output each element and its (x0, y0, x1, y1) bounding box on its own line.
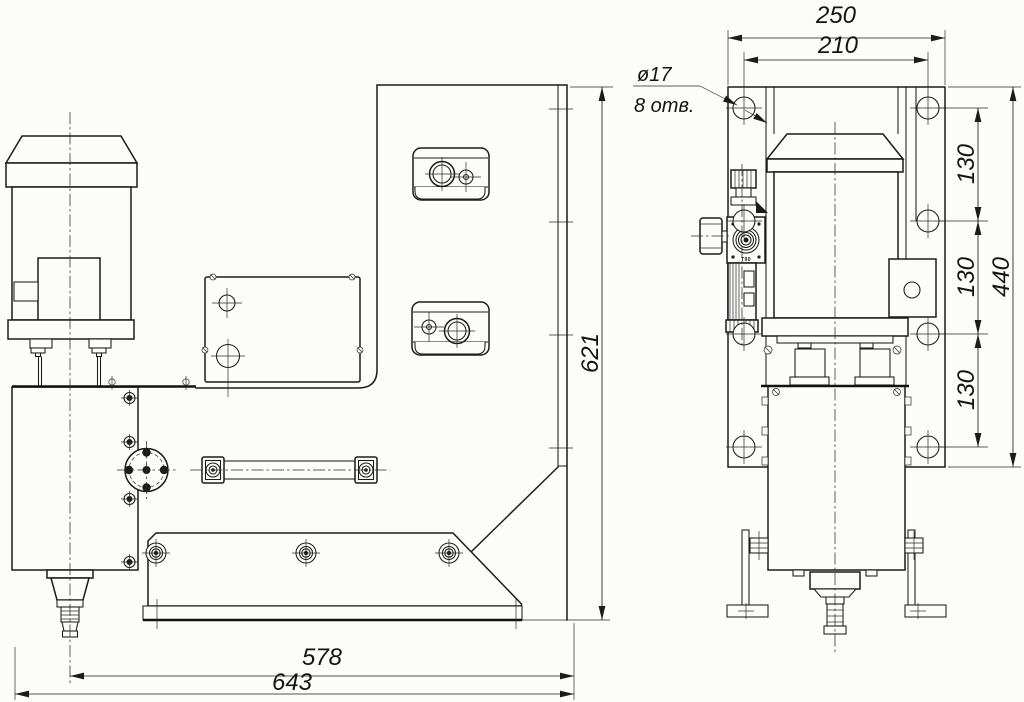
valve-assembly: Т90 (699, 169, 768, 342)
front-centerlines (69, 112, 481, 684)
electrical-box (201, 273, 364, 383)
valve-lever (756, 201, 768, 213)
mounting-plate-outline (727, 86, 946, 468)
pump-spacer-left (794, 348, 826, 378)
base-weldment (142, 532, 610, 629)
side-centerlines (691, 122, 836, 652)
dim-text-250: 250 (815, 2, 857, 29)
foot-bracket-right (904, 529, 947, 619)
tank-body (11, 386, 139, 571)
tank-top-screws (108, 376, 190, 390)
dim-text-130-1: 130 (953, 143, 980, 184)
tank-side (749, 384, 924, 577)
motor-front (4, 135, 139, 386)
tank-side-screw-nubs (761, 396, 912, 466)
tank-front (11, 376, 196, 571)
base-gusset-plate (147, 532, 523, 607)
lower-clamp-block (411, 301, 490, 356)
motor-cap-band (5, 162, 138, 188)
frame-plate-inner-edge (557, 85, 567, 467)
motor-cap (4, 135, 139, 164)
base-foot-strip (142, 605, 523, 621)
frame-plate-chamfer (469, 465, 560, 554)
front-view: 621 578 643 (4, 84, 613, 700)
dim-text-210: 210 (817, 32, 859, 59)
frame-plate-hole-ticks (549, 108, 573, 449)
pump-spacer-right (859, 348, 891, 378)
motor-side (761, 133, 909, 386)
junction-box-side (888, 258, 937, 318)
motor-flange (7, 319, 135, 340)
electrical-box-screws (201, 273, 364, 354)
motor-junction-tab (13, 281, 39, 302)
motor-mount-bolts (30, 347, 107, 358)
dim-text-643: 643 (272, 669, 313, 696)
motor-studs (37, 356, 102, 386)
frame-plate-outline (195, 84, 568, 621)
mounting-holes (726, 91, 946, 464)
front-dimensions: 621 578 643 (14, 86, 613, 700)
tank-bolt-column (121, 390, 138, 570)
foot-bracket-left (726, 529, 769, 619)
hole-note-count: 8 отв. (634, 95, 694, 117)
dim-text-621: 621 (577, 333, 604, 373)
tank-body-side (767, 385, 906, 571)
dim-text-130-2: 130 (953, 256, 980, 297)
hole-note-dia: ø17 (637, 64, 672, 86)
base-bolts (142, 539, 463, 567)
dim-text-130-3: 130 (953, 369, 980, 410)
valve-label: Т90 (741, 257, 751, 263)
motor-junction-box (37, 257, 101, 321)
dim-text-440: 440 (988, 256, 1015, 297)
motor-body-side (773, 171, 899, 319)
side-view: Т90 (633, 2, 1021, 652)
tank-side-hex-bolts (749, 531, 924, 560)
dim-text-578: 578 (302, 644, 343, 671)
side-dimensions: 250 210 ø17 8 отв. 130 130 130 (633, 2, 1021, 468)
